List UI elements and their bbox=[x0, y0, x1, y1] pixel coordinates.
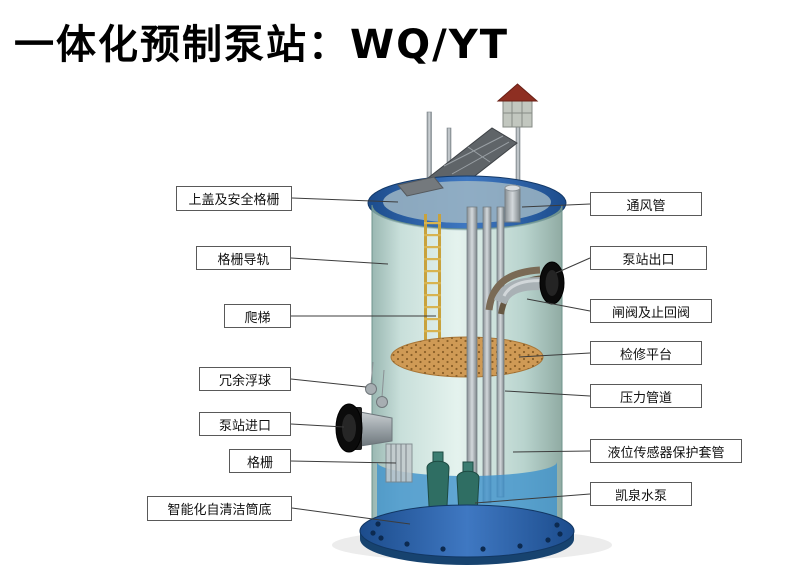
leader-sensor-sleeve bbox=[512, 450, 591, 453]
leader-top-cover bbox=[291, 197, 399, 203]
leader-pressure-pipe bbox=[504, 390, 591, 397]
label-sensor-sleeve: 液位传感器保护套管 bbox=[590, 439, 742, 463]
label-top-cover-safety-grille: 上盖及安全格栅 bbox=[176, 186, 292, 211]
leader-grille-guide-rail bbox=[290, 257, 389, 265]
leader-valves bbox=[526, 298, 591, 312]
label-grille: 格栅 bbox=[229, 449, 291, 473]
label-redundant-float: 冗余浮球 bbox=[199, 367, 291, 391]
leader-inlet bbox=[290, 423, 345, 428]
label-valves: 闸阀及止回阀 bbox=[590, 299, 712, 323]
vent-pipe bbox=[504, 187, 521, 223]
label-grille-guide-rail: 格栅导轨 bbox=[196, 246, 291, 270]
label-ladder: 爬梯 bbox=[224, 304, 291, 328]
vent-house bbox=[496, 83, 539, 128]
leader-grille bbox=[290, 460, 397, 464]
leader-self-cleaning-bottom bbox=[291, 507, 411, 525]
bottom-grille bbox=[385, 443, 413, 483]
leader-vent-pipe bbox=[521, 203, 591, 208]
leader-redundant-float bbox=[290, 378, 367, 388]
leader-lines bbox=[290, 197, 591, 525]
base-flange bbox=[359, 504, 575, 565]
inlet-assembly bbox=[335, 403, 393, 453]
label-vent-pipe: 通风管 bbox=[590, 192, 702, 216]
lid-hatch bbox=[397, 176, 444, 197]
float-balls bbox=[365, 361, 388, 408]
leader-service-platform bbox=[518, 352, 591, 358]
vent-house-roof bbox=[496, 83, 539, 102]
label-service-platform: 检修平台 bbox=[590, 341, 702, 365]
label-pressure-pipe: 压力管道 bbox=[590, 384, 702, 408]
page-title: 一体化预制泵站：WQ/YT bbox=[14, 22, 509, 68]
label-inlet: 泵站进口 bbox=[199, 412, 291, 436]
label-pump: 凯泉水泵 bbox=[590, 482, 692, 506]
leader-outlet bbox=[555, 257, 591, 274]
label-self-cleaning-bottom: 智能化自清洁筒底 bbox=[147, 496, 292, 521]
label-outlet: 泵站出口 bbox=[590, 246, 707, 270]
vent-pipe-top bbox=[504, 184, 521, 192]
leader-pump bbox=[474, 493, 591, 504]
